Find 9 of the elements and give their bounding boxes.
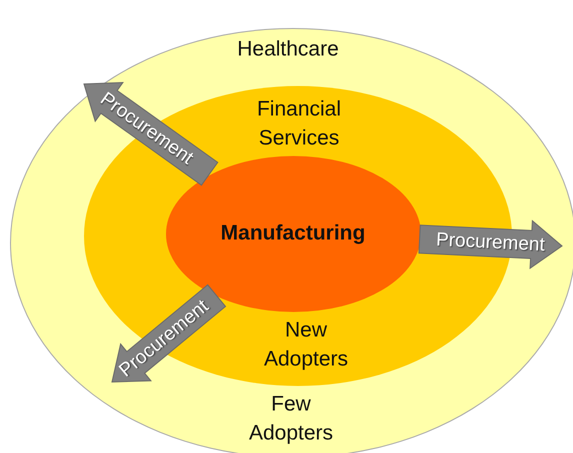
ellipse-label: New Adopters: [262, 318, 350, 373]
block-arrow: [83, 82, 218, 186]
edge-label: Procurement: [436, 228, 546, 256]
ellipse-label: Financial Services: [256, 96, 342, 152]
ellipse-label: Healthcare: [236, 36, 340, 62]
ellipse-label: Manufacturing: [220, 220, 366, 246]
ellipse-label: Few Adopters: [248, 392, 334, 447]
block-arrow: [418, 220, 563, 270]
block-arrow: [111, 284, 226, 383]
